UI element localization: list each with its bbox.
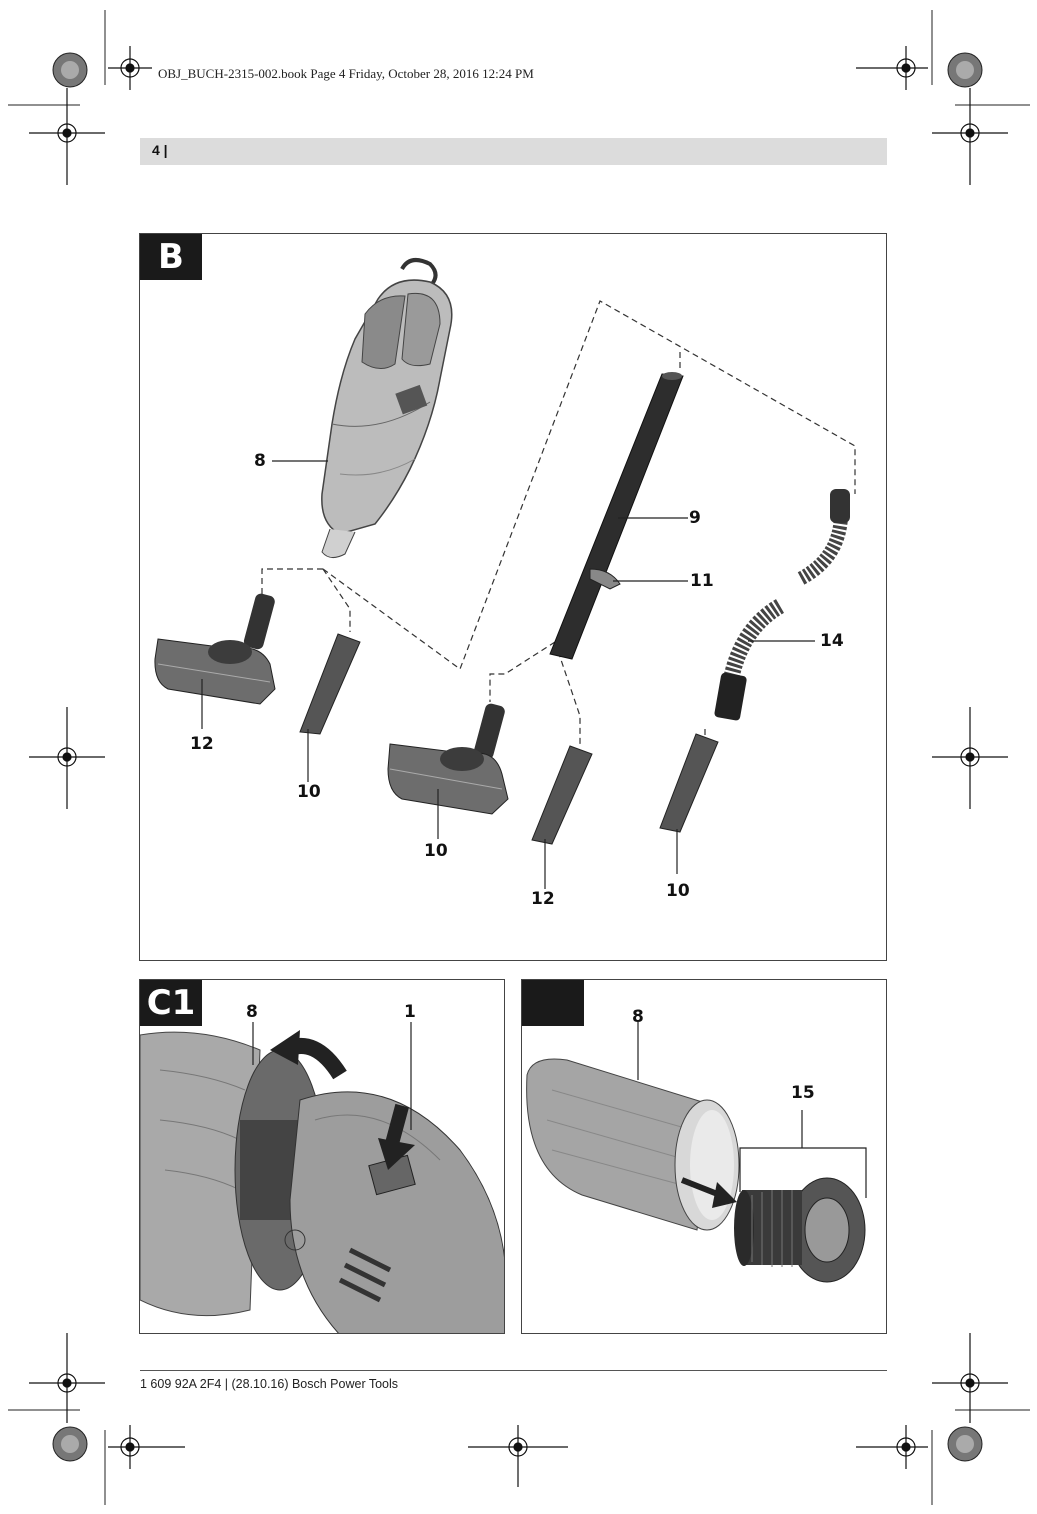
- vacuum-assembly-illustration: [154, 258, 856, 889]
- crevice-nozzle-icon: [531, 745, 593, 845]
- panel-label-b: B: [140, 234, 202, 280]
- hand-vacuum-icon: [321, 258, 453, 558]
- filter-release-illustration: [140, 1022, 504, 1333]
- color-wheel-icon: [52, 52, 983, 1462]
- floor-nozzle-icon: [387, 703, 509, 815]
- callout-hand-vacuum: 8: [632, 1007, 644, 1027]
- pull-arrow-icon: [680, 1177, 737, 1208]
- floor-nozzle-icon: [154, 593, 276, 705]
- callout-hand-vacuum: 8: [254, 451, 266, 471]
- figure-panel-b: B: [139, 233, 887, 961]
- callout-hand-vacuum: 8: [246, 1002, 258, 1022]
- panel-label-c1: C1: [140, 980, 202, 1026]
- crevice-nozzle-icon: [659, 733, 719, 833]
- figure-panel-c1: C1 8 1: [139, 979, 505, 1334]
- callout-floor-nozzle-middle: 10: [424, 841, 448, 861]
- callout-tube-clip: 11: [690, 571, 714, 591]
- panel-label-c2: [522, 980, 584, 1026]
- footer-divider: [140, 1370, 887, 1371]
- filter-removal-illustration: [526, 1022, 867, 1283]
- page-header-bar: [140, 138, 887, 165]
- callout-flexible-hose: 14: [820, 631, 844, 651]
- print-header: OBJ_BUCH-2315-002.book Page 4 Friday, Oc…: [158, 66, 534, 81]
- callout-crevice-nozzle-middle: 12: [531, 889, 555, 909]
- figure-panel-c2: 8 15: [521, 979, 887, 1334]
- bosch-logo-icon: [284, 1229, 306, 1251]
- flexible-hose-icon: [714, 489, 850, 721]
- crosshair-icon: [29, 46, 1008, 1487]
- filter-icon: [734, 1177, 866, 1283]
- footer-text: 1 609 92A 2F4 | (28.10.16) Bosch Power T…: [140, 1377, 399, 1391]
- callout-filter: 15: [791, 1083, 815, 1103]
- crevice-nozzle-icon: [299, 633, 361, 735]
- callout-crevice-nozzle-left: 10: [297, 782, 321, 802]
- callout-release-button: 1: [404, 1002, 416, 1022]
- rotate-arrow-icon: [270, 1030, 347, 1080]
- page-number: 4 |: [152, 142, 168, 158]
- extension-tube-icon: [549, 372, 684, 660]
- callout-crevice-nozzle-right: 10: [666, 881, 690, 901]
- press-arrow-icon: [378, 1103, 415, 1170]
- callout-floor-nozzle-left: 12: [190, 734, 214, 754]
- callout-extension-tube: 9: [689, 508, 701, 528]
